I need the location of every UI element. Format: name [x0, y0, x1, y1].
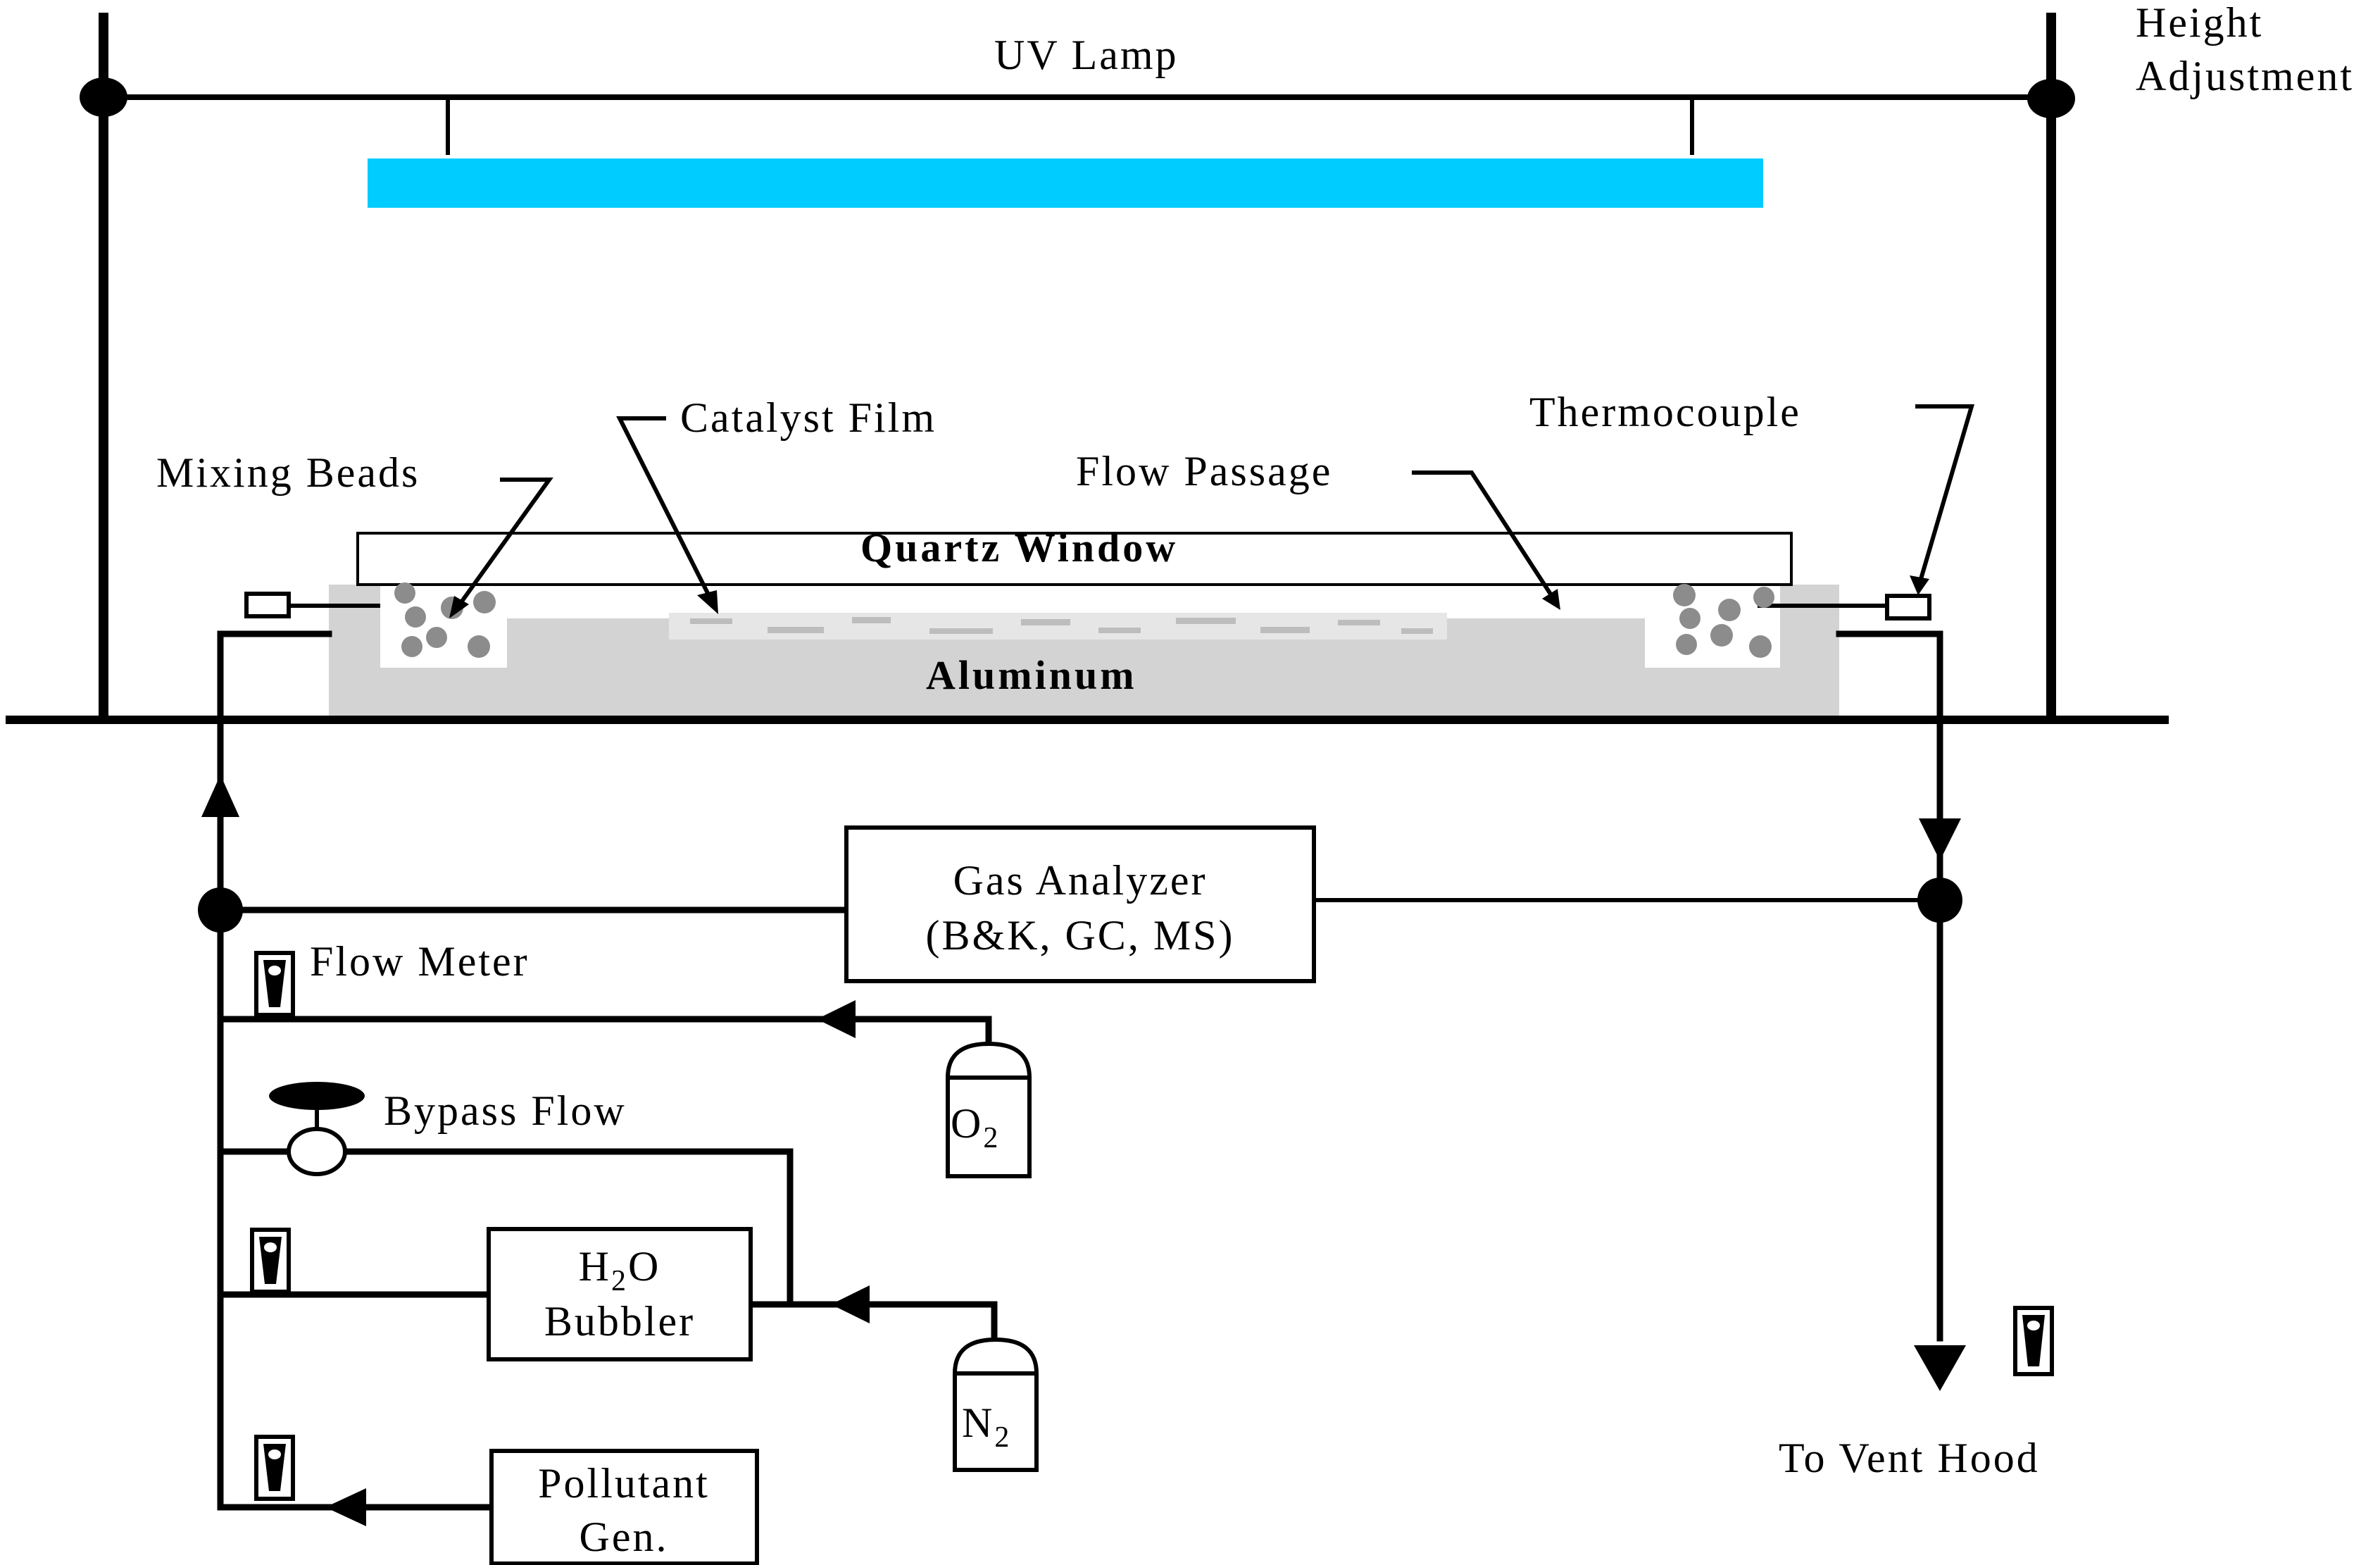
o2-flow-meter	[254, 951, 295, 1017]
leader-lines	[456, 404, 1975, 609]
n2-flow-arrow	[831, 1285, 870, 1323]
n2-label: N2	[962, 1399, 1011, 1454]
mixing-beads-right	[1673, 584, 1774, 658]
gas-analyzer-label-line2: (B&K, GC, MS)	[925, 912, 1234, 959]
quartz-window	[356, 532, 1793, 586]
vent-arrow	[1914, 1345, 1966, 1391]
flow-passage-label: Flow Passage	[1076, 448, 1332, 494]
catalyst-film	[669, 613, 1447, 640]
bypass-valve	[269, 1082, 365, 1176]
pollutant-flow-meter	[254, 1435, 295, 1501]
o2-cylinder	[946, 1041, 1032, 1178]
leader-arrowheads	[449, 575, 1929, 618]
height-label-line1: Height	[2136, 0, 2263, 46]
pollutant-generator-box	[489, 1449, 759, 1565]
right-thermocouple-port	[1885, 594, 1931, 621]
bypass-line	[217, 1148, 794, 1308]
height-label-line2: Adjustment	[2136, 53, 2354, 99]
left-height-clamp	[80, 77, 127, 117]
h2o-bubbler-box	[487, 1227, 753, 1361]
o2-flow-arrow	[817, 1000, 856, 1038]
left-thermocouple-port	[244, 592, 291, 618]
bubbler-flow-meter	[250, 1228, 291, 1294]
quartz-window-label: Quartz Window	[860, 525, 1178, 570]
vent-hood-label: To Vent Hood	[1779, 1435, 2040, 1481]
n2-supply-line	[747, 1301, 998, 1345]
outlet-flow-arrow	[1919, 818, 1961, 861]
outlet-main-pipe	[1836, 630, 1943, 1342]
inlet-flow-arrow	[201, 775, 239, 817]
right-height-clamp	[2027, 79, 2075, 118]
gas-analyzer-box	[844, 825, 1316, 983]
pollutant-label-line2: Gen.	[580, 1514, 669, 1560]
uv-lamp-label: UV Lamp	[994, 32, 1179, 78]
o2-label: O2	[951, 1100, 1000, 1154]
pollutant-label-line1: Pollutant	[538, 1460, 710, 1507]
bubbler-label: Bubbler	[544, 1298, 695, 1345]
catalyst-film-label: Catalyst Film	[680, 394, 937, 441]
o2-line	[217, 1016, 992, 1046]
inlet-main-pipe	[217, 630, 332, 1511]
mixing-beads-label: Mixing Beads	[156, 449, 420, 496]
bypass-flow-label: Bypass Flow	[384, 1087, 627, 1134]
thermocouple-label: Thermocouple	[1529, 389, 1801, 435]
h2o-label: H2O	[579, 1243, 661, 1297]
uv-lamp-tube	[368, 158, 1763, 208]
n2-cylinder	[953, 1337, 1039, 1472]
gas-analyzer-label-line1: Gas Analyzer	[953, 857, 1208, 904]
aluminum-label: Aluminum	[926, 652, 1137, 698]
flow-meter-label: Flow Meter	[310, 938, 530, 985]
catalyst-texture	[690, 617, 1433, 634]
vent-flow-meter	[2013, 1306, 2054, 1376]
pollutant-flow-arrow	[325, 1488, 366, 1526]
